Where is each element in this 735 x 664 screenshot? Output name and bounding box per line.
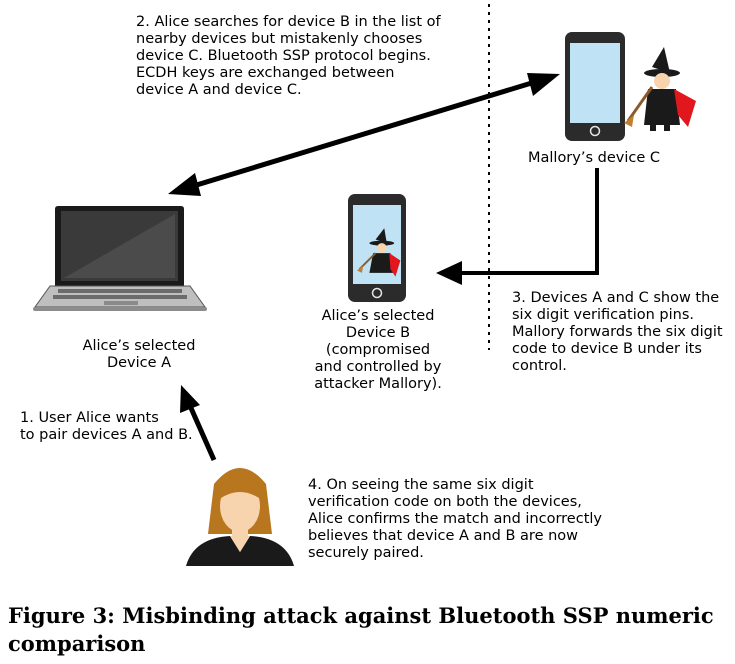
device-a-label: Alice’s selected Device A [82,338,196,371]
arrow-a-c [168,73,560,196]
user-avatar-icon [186,468,294,566]
witch-icon [624,47,696,131]
arrow-c-b [436,168,599,285]
step-2-text: 2. Alice searches for device B in the li… [136,14,441,98]
laptop-icon [33,206,207,311]
step-3-text: 3. Devices A and C show the six digit ve… [512,290,723,374]
step-4-text: 4. On seeing the same six digit verifica… [308,477,603,561]
device-b-label: Alice’s selected Device B (compromised a… [314,308,442,392]
figure-caption: Figure 3: Misbinding attack against Blue… [8,603,714,656]
smartphone-icon [565,32,625,141]
arrow-alice-a [180,385,217,462]
witch-icon [357,228,401,277]
step-1-text: 1. User Alice wants to pair devices A an… [20,410,193,443]
device-c-label: Mallory’s device C [527,150,660,166]
